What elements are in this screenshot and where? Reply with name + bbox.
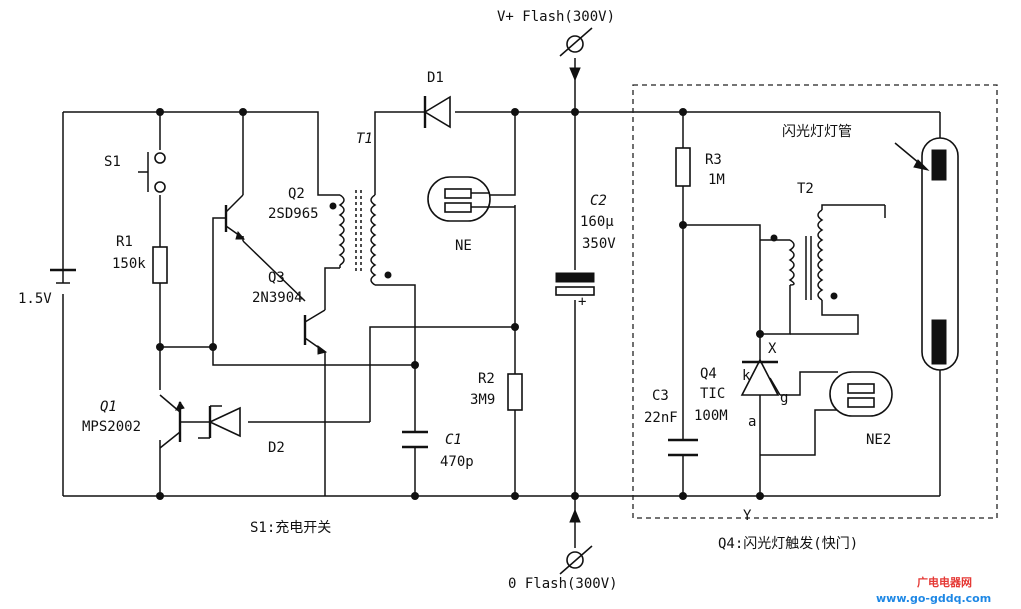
- terminal-top: [559, 27, 593, 82]
- q4-part: TIC: [700, 386, 725, 402]
- c2-value1: 160μ: [580, 214, 614, 230]
- ne-label: NE: [455, 238, 472, 254]
- caption-left: S1:充电开关: [250, 520, 331, 536]
- q4-ref: Q4: [700, 366, 717, 382]
- q3-ref: Q3: [268, 270, 285, 286]
- wires-trigger: [682, 112, 941, 496]
- q4-value: 100M: [694, 408, 728, 424]
- node-y: Y: [743, 508, 752, 524]
- battery-value: 1.5V: [18, 291, 52, 307]
- wires-charger: [62, 58, 940, 548]
- resistor-r1: [152, 246, 168, 284]
- neon-ne: [427, 176, 515, 222]
- flash-tube-label: 闪光灯灯管: [782, 124, 852, 140]
- flash-tube: [894, 137, 959, 371]
- c2-value2: 350V: [582, 236, 616, 252]
- diode-d2: [198, 405, 241, 439]
- r1-ref: R1: [116, 234, 133, 250]
- q2-ref: Q2: [288, 186, 305, 202]
- scr-pin-g: g: [780, 390, 788, 406]
- c3-ref: C3: [652, 388, 669, 404]
- terminal-top-label: V+ Flash(300V): [497, 9, 615, 25]
- resistor-r2: [507, 373, 523, 411]
- ne2-label: NE2: [866, 432, 891, 448]
- r3-ref: R3: [705, 152, 722, 168]
- c1-ref: C1: [445, 432, 462, 448]
- q1-ref: Q1: [100, 399, 117, 415]
- r2-value: 3M9: [470, 392, 495, 408]
- switch-s1-label: S1: [104, 154, 121, 170]
- c2-ref: C2: [590, 193, 607, 209]
- c1-value: 470p: [440, 454, 474, 470]
- terminal-bottom: [559, 508, 593, 575]
- d2-label: D2: [268, 440, 285, 456]
- resistor-r3: [675, 147, 691, 187]
- r1-value: 150k: [112, 256, 146, 272]
- q2-part: 2SD965: [268, 206, 319, 222]
- transformer-t2: [770, 209, 838, 301]
- switch-s1-symbol: [138, 152, 166, 193]
- transistor-q1: [159, 394, 188, 449]
- capacitor-c3: [668, 438, 698, 457]
- t1-label: T1: [356, 131, 373, 147]
- battery-symbol: [50, 268, 76, 284]
- q3-part: 2N3904: [252, 290, 303, 306]
- r3-value: 1M: [708, 172, 725, 188]
- node-x: X: [768, 341, 777, 357]
- trigger-section-box: [632, 84, 998, 519]
- terminal-bottom-label: 0 Flash(300V): [508, 576, 618, 592]
- junction-dots: [156, 108, 764, 500]
- q1-part: MPS2002: [82, 419, 141, 435]
- t2-label: T2: [797, 181, 814, 197]
- diode-d1: [423, 95, 451, 129]
- watermark-line1: 广电电器网: [917, 575, 972, 589]
- transistor-q3: [303, 309, 328, 355]
- scr-pin-a: a: [748, 414, 756, 430]
- scr-pin-k: k: [742, 368, 751, 384]
- scr-q4: [740, 358, 781, 418]
- capacitor-c2: [555, 272, 595, 296]
- watermark-line2: www.go-gddq.com: [876, 592, 991, 605]
- transformer-t1: [329, 190, 392, 286]
- neon-ne2: [829, 371, 893, 417]
- r2-ref: R2: [478, 371, 495, 387]
- capacitor-c1: [402, 430, 428, 449]
- d1-label: D1: [427, 70, 444, 86]
- c3-value: 22nF: [644, 410, 678, 426]
- transistor-q2: [224, 194, 246, 240]
- c2-polarity: +: [578, 294, 586, 310]
- caption-right: Q4:闪光灯触发(快门): [718, 536, 858, 552]
